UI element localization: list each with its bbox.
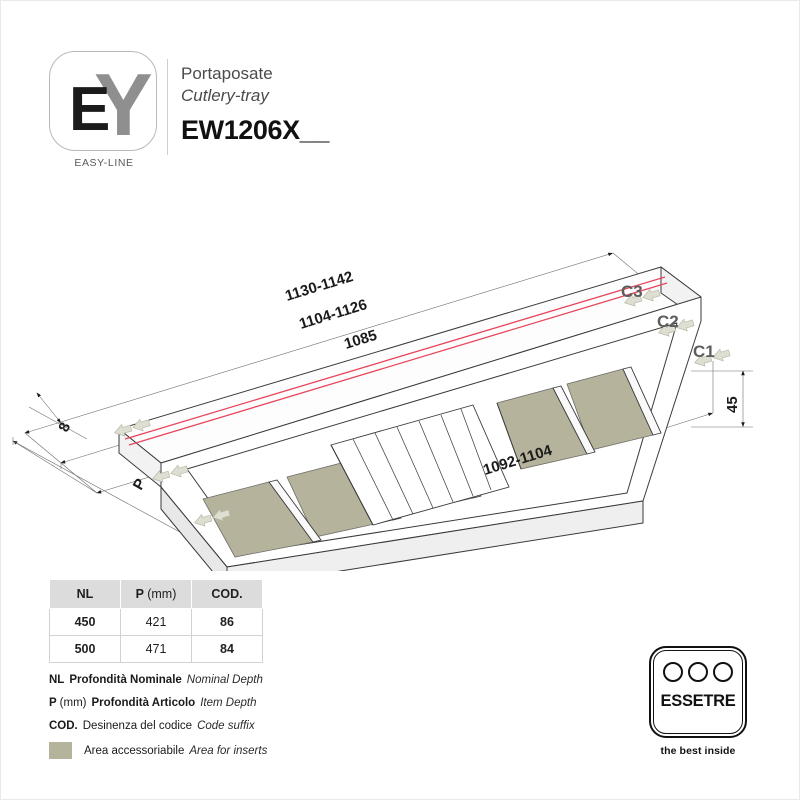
essetre-name: ESSETRE [660,692,736,710]
product-code: EW1206X__ [181,115,329,145]
easy-line-logo: Y E EASY-LINE [49,51,167,169]
cell-p: 471 [120,635,192,663]
circle-icon [663,662,683,682]
product-title-en: Cutlery-tray [181,86,269,105]
table-row: 500 471 84 [49,635,263,663]
legend-it-insert: Area accessoriabile [84,744,185,757]
label-c2: C2 [657,312,679,331]
label-c3: C3 [621,282,643,301]
logo-caption: EASY-LINE [74,157,134,169]
cell-cod: 86 [191,608,263,636]
legend-item-insert-area: Area accessoriabile Area for inserts [49,742,267,759]
circle-icon [688,662,708,682]
dim-left-thickness: 8 [55,420,74,435]
logo-letter-y: Y [94,55,153,154]
logo-frame-shape [49,51,157,151]
page-header: Y E EASY-LINE Portaposate Cutlery-tray E… [1,1,799,201]
product-titles: Portaposate Cutlery-tray EW1206X__ [181,63,601,146]
legend-block: NL Profondità Nominale Nominal Depth P (… [49,673,267,768]
essetre-logo: ESSETRE the best inside [649,646,759,766]
specification-table: NL P (mm) COD. 450 421 86 500 471 84 [49,579,263,663]
essetre-tagline: the best inside [660,745,736,757]
technical-drawing: 1130-1142 1104-1126 1085 1092-1104 45 8 … [1,201,799,571]
th-p-unit: (mm) [147,587,177,601]
th-p-key: P [135,587,144,601]
logo-letter-e: E [69,75,110,144]
cell-p: 421 [120,608,192,636]
insert-area-swatch [49,742,72,759]
dim-height-right: 45 [724,396,741,413]
dim-top-middle: 1104-1126 [297,296,369,333]
circle-icon [713,662,733,682]
legend-it-cod: Desinenza del codice [82,720,193,732]
essetre-inner-frame [653,650,743,734]
legend-item-cod: COD. Desinenza del codice Code suffix [49,719,267,733]
legend-it-p: Profondità Articolo [91,697,196,709]
table-header-row: NL P (mm) COD. [49,579,263,609]
legend-it-nl: Profondità Nominale [69,674,182,686]
essetre-outer-frame [649,646,747,738]
legend-en-insert: Area for inserts [189,744,268,757]
product-title-it: Portaposate [181,64,273,83]
cell-nl: 450 [49,608,121,636]
table-row: 450 421 86 [49,608,263,636]
dim-depth-label: P [130,476,150,493]
cell-nl: 500 [49,635,121,663]
th-cod: COD. [191,579,263,609]
label-c1: C1 [693,342,715,361]
legend-key-nl: NL [49,674,65,686]
header-divider [167,59,168,155]
dim-top-inner: 1085 [342,327,379,353]
dim-top-outer: 1130-1142 [283,268,355,305]
th-nl: NL [49,579,121,609]
legend-key-p-unit: (mm) [59,697,87,709]
legend-item-nl: NL Profondità Nominale Nominal Depth [49,673,267,687]
legend-en-nl: Nominal Depth [186,674,263,686]
th-p: P (mm) [120,579,192,609]
legend-item-p: P (mm) Profondità Articolo Item Depth [49,696,267,710]
essetre-dots [649,662,747,682]
legend-key-p: P (mm) [49,696,87,710]
cell-cod: 84 [191,635,263,663]
legend-key-cod: COD. [49,720,78,732]
legend-key-p-letter: P [49,697,57,709]
legend-en-cod: Code suffix [197,720,255,732]
legend-en-p: Item Depth [200,697,257,709]
